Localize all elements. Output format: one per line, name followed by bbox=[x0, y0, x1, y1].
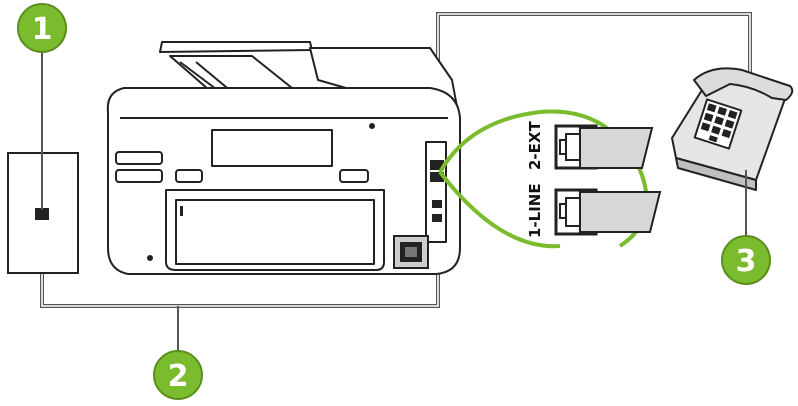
callout-3-badge: 3 bbox=[721, 235, 771, 285]
callout-1-badge: 1 bbox=[17, 3, 67, 53]
printer-icon bbox=[106, 41, 461, 275]
line-port-enlarged bbox=[554, 188, 662, 236]
ext-port-enlarged bbox=[554, 124, 654, 170]
usb-icon bbox=[432, 200, 442, 222]
callout-1-number: 1 bbox=[32, 12, 53, 47]
power-socket-icon bbox=[393, 235, 429, 269]
callout-3-number: 3 bbox=[736, 244, 757, 279]
ext-port-label: 2-EXT bbox=[526, 121, 544, 170]
line-port-label: 1-LINE bbox=[526, 183, 544, 238]
telephone-icon bbox=[671, 67, 794, 191]
callout-2-number: 2 bbox=[168, 359, 189, 394]
rj11-port-icon bbox=[430, 160, 444, 182]
callout-2-badge: 2 bbox=[153, 350, 203, 400]
